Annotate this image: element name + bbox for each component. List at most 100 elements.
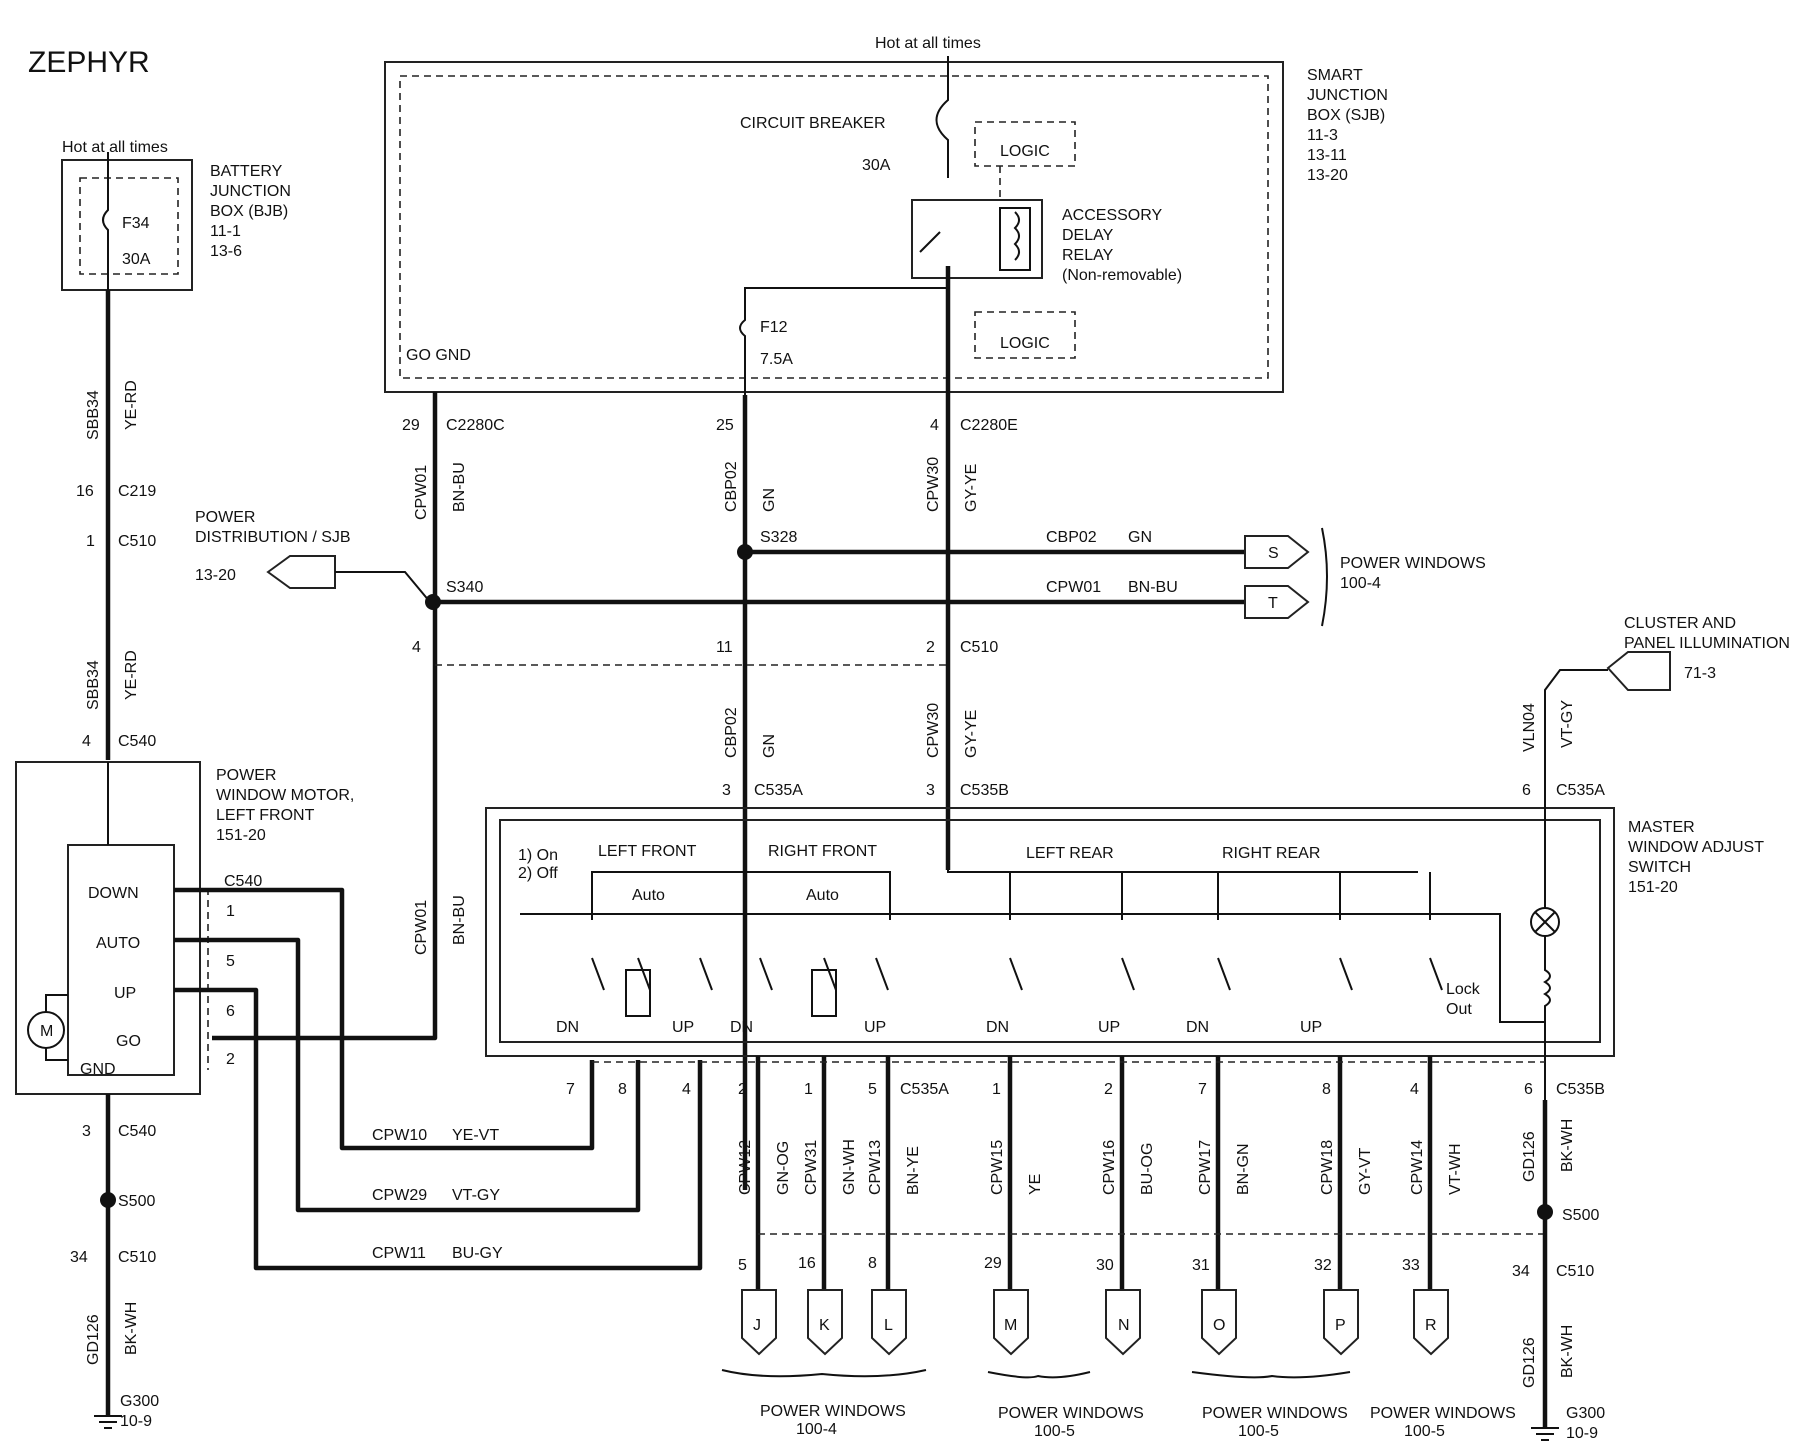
auto-label-left: Auto	[632, 887, 665, 904]
logic-box-lower	[974, 311, 1076, 359]
wire-gd126-left-color: BK-WH	[123, 1302, 140, 1355]
svg-text:POWER: POWER	[195, 509, 255, 526]
motor-pin-gnd: GND	[80, 1061, 116, 1078]
svg-text:DN: DN	[986, 1019, 1009, 1036]
pin-2-c510: 2	[926, 639, 935, 656]
ground-g300-left-ref: 10-9	[120, 1413, 152, 1430]
svg-text:1: 1	[804, 1081, 813, 1098]
wire-cbp02-right-color: GN	[1128, 529, 1152, 546]
svg-text:BOX (SJB): BOX (SJB)	[1307, 107, 1385, 124]
svg-text:POWER WINDOWS: POWER WINDOWS	[1370, 1405, 1516, 1422]
pin-29-c2280c: 29	[402, 417, 420, 434]
svg-text:151-20: 151-20	[216, 827, 266, 844]
legend-on: 1) On	[518, 847, 558, 864]
pin-1-c540: 1	[226, 903, 235, 920]
svg-text:2: 2	[1104, 1081, 1113, 1098]
pin-11-c510: 11	[716, 639, 733, 656]
svg-text:POWER WINDOWS: POWER WINDOWS	[1202, 1405, 1348, 1422]
connector-c535b-top: C535B	[960, 782, 1009, 799]
illumination-resistor-icon	[1543, 780, 1551, 1180]
ground-g300-right-ref: 10-9	[1566, 1425, 1598, 1442]
wire-cpw10-code: CPW10	[372, 1127, 427, 1144]
pin-3-c535a: 3	[722, 782, 731, 799]
cluster-illumination-tag: CLUSTER AND PANEL ILLUMINATION 71-3	[1606, 615, 1790, 691]
circuit-breaker-symbol	[935, 56, 949, 178]
svg-text:PANEL ILLUMINATION: PANEL ILLUMINATION	[1624, 635, 1790, 652]
wire-vln04	[1544, 669, 1608, 780]
svg-text:DN: DN	[730, 1019, 753, 1036]
svg-text:CLUSTER AND: CLUSTER AND	[1624, 615, 1736, 632]
switch-contacts	[591, 957, 1443, 1017]
pin-34-c510-right: 34	[1512, 1263, 1530, 1280]
wire-cpw30-rear-bus	[947, 870, 1418, 873]
f34-label: F34	[122, 215, 150, 232]
svg-text:7: 7	[1198, 1081, 1207, 1098]
connector-c2280c: C2280C	[446, 417, 505, 434]
f12-label: F12	[760, 319, 788, 336]
svg-text:M: M	[1004, 1317, 1017, 1334]
wire-cpw01-code: CPW01	[413, 465, 430, 520]
svg-text:100-4: 100-4	[796, 1421, 837, 1438]
legend-off: 2) Off	[518, 865, 558, 882]
power-windows-right-title: POWER WINDOWS	[1340, 555, 1486, 572]
pin-4-c540: 4	[82, 733, 91, 750]
bottom-connector-tags: J K L M N O P R	[741, 1289, 1449, 1356]
svg-text:CPW31: CPW31	[803, 1140, 820, 1195]
svg-text:WINDOW MOTOR,: WINDOW MOTOR,	[216, 787, 354, 804]
wire-cpw11	[174, 987, 703, 1271]
connector-c540-motor: C540	[224, 873, 262, 890]
circuit-breaker-label: CIRCUIT BREAKER	[740, 115, 886, 132]
lock-out-label-1: Lock	[1446, 981, 1481, 998]
svg-text:8: 8	[618, 1081, 627, 1098]
connector-tag-s: S	[1244, 535, 1310, 569]
wire-cpw30-code-2: CPW30	[925, 703, 942, 758]
wire-cpw01-color-2: BN-BU	[451, 895, 468, 945]
logic-box-upper	[974, 121, 1076, 167]
svg-text:DN: DN	[556, 1019, 579, 1036]
go-gnd-label: GO GND	[406, 347, 471, 364]
svg-text:11-1: 11-1	[210, 223, 241, 240]
master-window-switch	[485, 807, 1615, 1057]
wire-gd126-right-code-2: GD126	[1521, 1337, 1538, 1388]
svg-text:100-5: 100-5	[1238, 1423, 1279, 1440]
pin-4-c510: 4	[412, 639, 421, 656]
section-left-front: LEFT FRONT	[598, 843, 697, 860]
connector-c540-top: C540	[118, 733, 156, 750]
ground-g300-right: G300	[1566, 1405, 1605, 1422]
f12-amp: 7.5A	[760, 351, 793, 368]
svg-text:BU-OG: BU-OG	[1139, 1143, 1156, 1195]
sjb-inner-outline	[399, 75, 1269, 379]
bjb-inner-outline	[79, 177, 179, 275]
svg-text:CPW17: CPW17	[1197, 1140, 1214, 1195]
accessory-delay-relay	[911, 199, 1043, 279]
connector-c510-bottom-left: C510	[118, 1249, 156, 1266]
splice-s328-label: S328	[760, 529, 797, 546]
svg-text:8: 8	[1322, 1081, 1331, 1098]
svg-text:32: 32	[1314, 1257, 1332, 1274]
svg-text:RELAY: RELAY	[1062, 247, 1114, 264]
svg-text:4: 4	[682, 1081, 691, 1098]
pin-3-c540: 3	[82, 1123, 91, 1140]
svg-text:LEFT FRONT: LEFT FRONT	[216, 807, 315, 824]
c510-bottom-pins: 5 16 8 29 30 31 32 33	[738, 1255, 1420, 1274]
wire-cpw29-code: CPW29	[372, 1187, 427, 1204]
svg-text:CPW12: CPW12	[737, 1140, 754, 1195]
svg-text:SWITCH: SWITCH	[1628, 859, 1691, 876]
splice-s500-left	[100, 1192, 116, 1208]
master-switch-label: MASTER WINDOW ADJUST SWITCH 151-20	[1628, 819, 1764, 896]
wire-cpw01-code-2: CPW01	[413, 900, 430, 955]
wire-cbp02-right-code: CBP02	[1046, 529, 1097, 546]
splice-s500-right	[1537, 1204, 1553, 1220]
svg-text:CPW14: CPW14	[1409, 1140, 1426, 1195]
power-windows-right-ref: 100-4	[1340, 575, 1381, 592]
svg-text:CPW13: CPW13	[867, 1140, 884, 1195]
svg-text:N: N	[1118, 1317, 1130, 1334]
svg-text:UP: UP	[864, 1019, 886, 1036]
pin-25-c2280c: 25	[716, 417, 734, 434]
power-distribution-tag: POWER DISTRIBUTION / SJB 13-20	[195, 509, 351, 589]
relay-contact-icon	[919, 231, 941, 253]
svg-text:P: P	[1335, 1317, 1346, 1334]
motor-pin-go: GO	[116, 1033, 141, 1050]
relay-coil-icon	[999, 207, 1031, 271]
